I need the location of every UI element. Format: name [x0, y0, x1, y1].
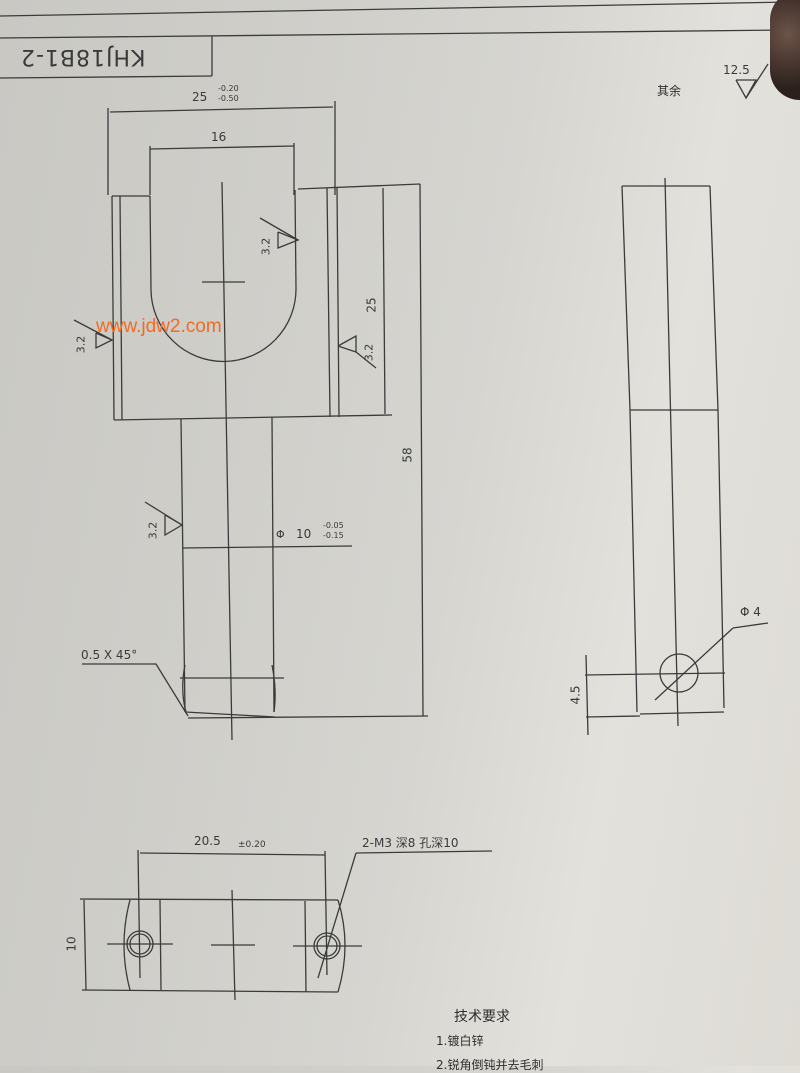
tech-requirement-2: 2.锐角倒钝并去毛刺 [436, 1058, 544, 1072]
slot-width-dim: 16 [211, 130, 227, 144]
shaft-tolerance: -0.05 -0.15 [323, 521, 344, 540]
overall-length-dim: 58 [400, 447, 415, 463]
general-roughness-symbol [735, 63, 769, 100]
width-tolerance: -0.20 -0.50 [218, 84, 239, 103]
tech-requirement-1: 1.镀白锌 [436, 1034, 484, 1048]
tech-requirements-title: 技术要求 [454, 1009, 510, 1025]
thread-callout: 2-M3 深8 孔深10 [362, 836, 459, 850]
hole-spacing-tolerance: ±0.20 [238, 840, 266, 850]
title-block-lines [0, 1, 791, 79]
roughness-right: 3.2 [362, 343, 376, 362]
finger-obstruction [770, 0, 800, 100]
hole-dia-dim: Φ 4 [740, 605, 761, 619]
roughness-left: 3.2 [74, 335, 88, 354]
chamfer-callout: 0.5 X 45° [81, 648, 138, 662]
slot-depth-dim: 25 [364, 297, 379, 313]
bottom-view [79, 849, 493, 1001]
shaft-dia-dim: 10 [296, 527, 312, 541]
general-finish-label: 其余 [657, 84, 682, 98]
watermark: www.jdw2.com [96, 316, 222, 337]
diameter-symbol: Φ [276, 528, 285, 541]
side-view [584, 177, 769, 736]
height-dim: 10 [64, 936, 79, 952]
general-finish-value: 12.5 [723, 63, 750, 77]
roughness-shaft: 3.2 [146, 521, 160, 540]
width-dim: 25 [192, 90, 208, 104]
drawing-number: KHJ18B1-2 [20, 44, 146, 69]
front-view [73, 101, 429, 741]
roughness-slot: 3.2 [259, 237, 273, 256]
hole-spacing-dim: 20.5 [194, 834, 221, 848]
hole-offset-dim: 4.5 [568, 685, 583, 705]
